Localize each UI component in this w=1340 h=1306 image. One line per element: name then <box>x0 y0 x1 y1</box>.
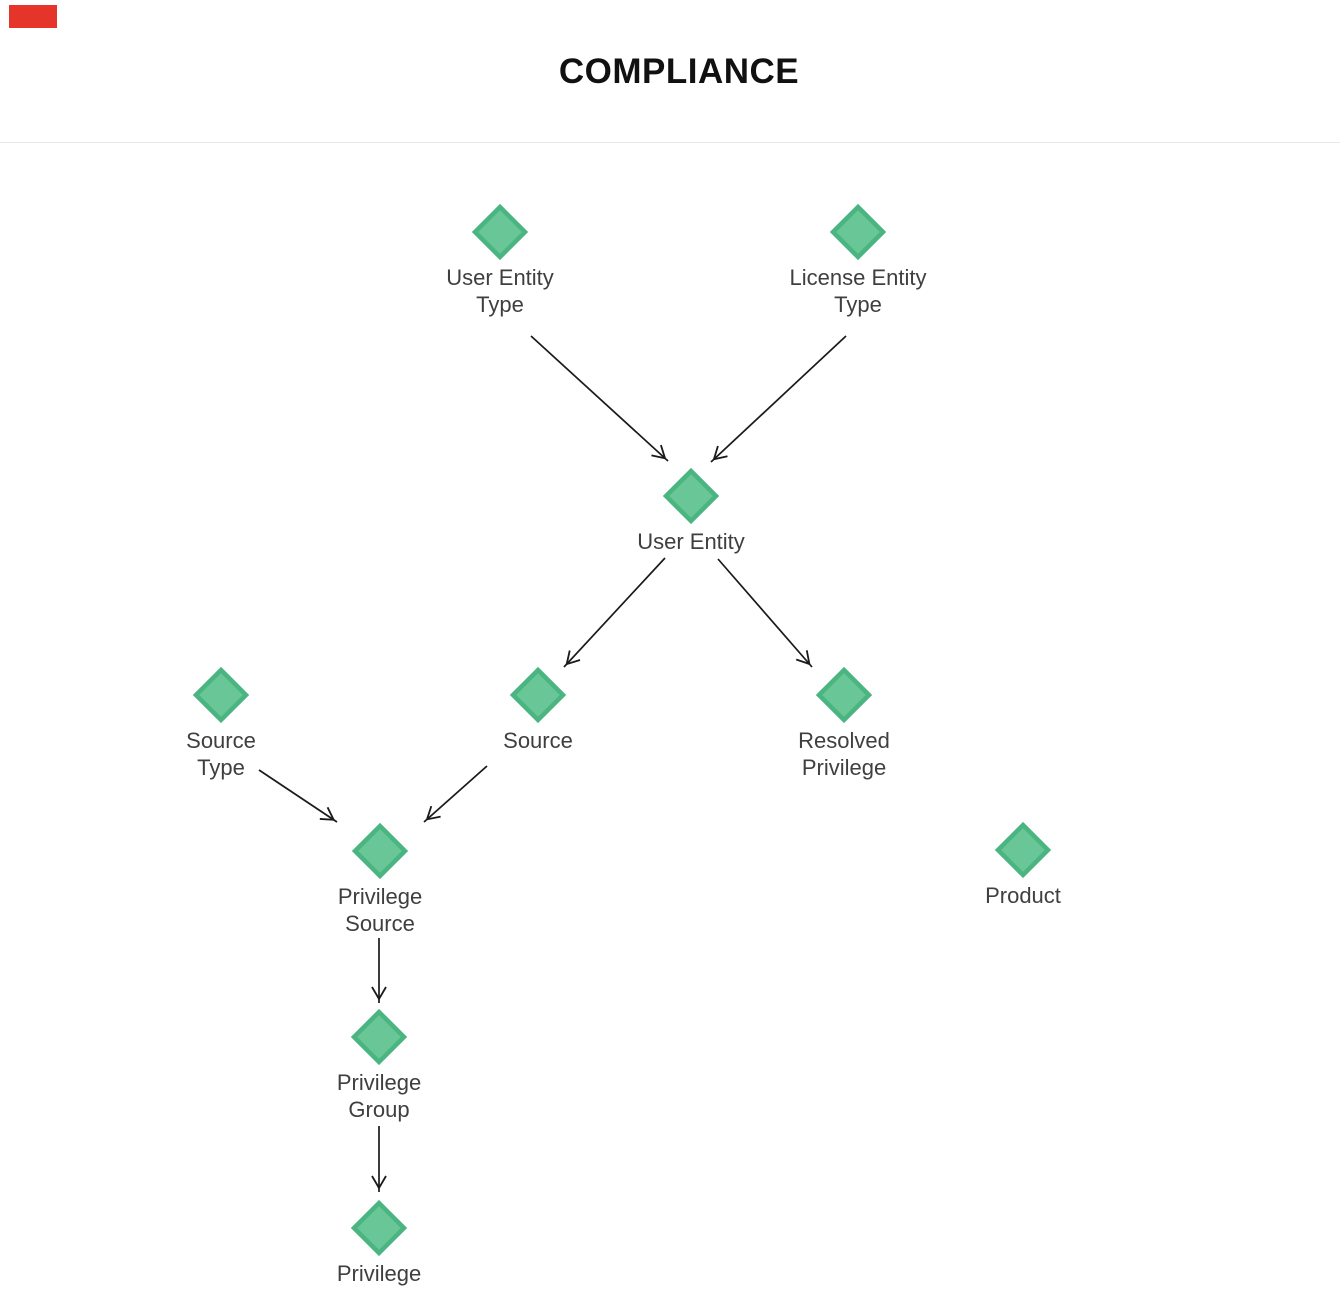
node-source-type-label: Source Type <box>186 728 256 780</box>
node-user-entity-type-label: User Entity Type <box>446 265 554 317</box>
node-privilege-group-diamond[interactable] <box>350 1008 408 1066</box>
edge-user-entity-to-source <box>563 557 666 668</box>
node-license-entity-type-label: License Entity Type <box>789 265 927 317</box>
page-title: COMPLIANCE <box>558 52 800 91</box>
node-user-entity-diamond[interactable] <box>662 467 720 525</box>
edge-user-entity-to-resolved-privilege <box>717 558 813 668</box>
node-privilege-label: Privilege <box>336 1261 422 1286</box>
node-user-entity-type-diamond[interactable] <box>471 203 529 261</box>
node-resolved-privilege-diamond[interactable] <box>815 666 873 724</box>
node-source-diamond[interactable] <box>509 666 567 724</box>
node-source-type-diamond[interactable] <box>192 666 250 724</box>
node-license-entity-type-diamond[interactable] <box>829 203 887 261</box>
red-marker <box>9 5 57 28</box>
node-privilege-group-label: Privilege Group <box>336 1070 422 1122</box>
edge-license-entity-type-to-user-entity <box>710 335 847 463</box>
node-product-diamond[interactable] <box>994 821 1052 879</box>
node-resolved-privilege-label: Resolved Privilege <box>798 728 890 780</box>
node-product-label: Product <box>985 883 1061 908</box>
node-privilege-diamond[interactable] <box>350 1199 408 1257</box>
node-user-entity-label: User Entity <box>637 529 745 554</box>
node-privilege-source-label: Privilege Source <box>337 884 423 936</box>
header-divider <box>0 142 1340 143</box>
edge-source-to-privilege-source <box>423 765 488 823</box>
node-privilege-source-diamond[interactable] <box>351 822 409 880</box>
node-source-label: Source <box>503 728 573 753</box>
edge-user-entity-type-to-user-entity <box>530 335 669 462</box>
edge-source-type-to-privilege-source <box>258 769 338 823</box>
